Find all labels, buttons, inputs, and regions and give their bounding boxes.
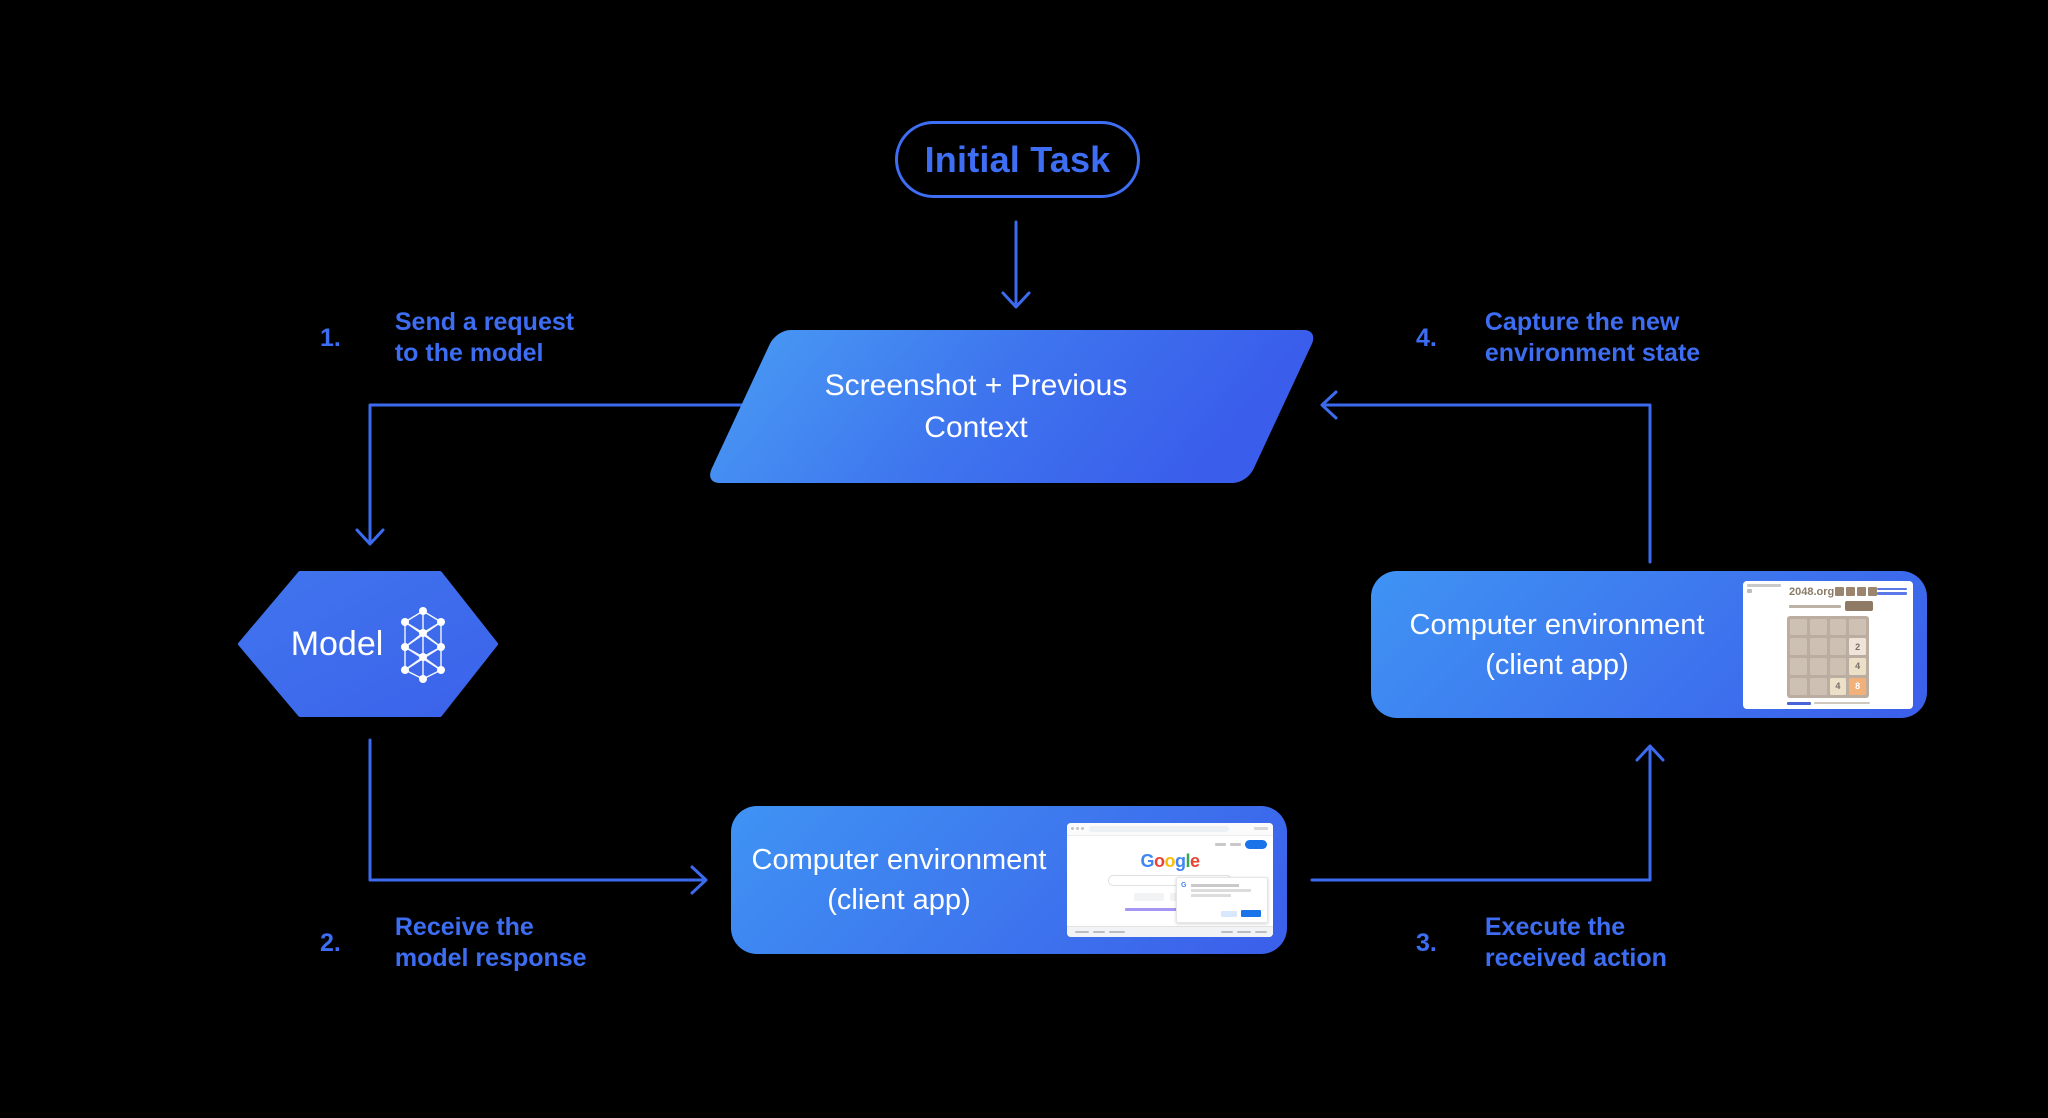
arrow-env-right-to-context [1320,390,1652,564]
model-node: Model [238,571,498,717]
google-g-icon: G [1181,882,1187,889]
browser-url-bar [1089,826,1229,832]
step-3-number: 3. [1416,928,1437,957]
game-tile: 8 [1849,677,1866,695]
computer-env-bottom-node: Computer environment (client app) Google [731,806,1287,954]
browser-back-icon [1747,588,1752,593]
game-tile: 4 [1849,658,1866,675]
game-header-links [1877,587,1907,595]
arrow-task-to-context [1001,220,1031,309]
computer-env-bottom-line2: (client app) [827,884,971,916]
hexagon-shape [238,571,498,717]
game-subtitle-text [1789,604,1841,608]
browser-screenshot-thumbnail: Google G [1067,823,1273,937]
step-1-number: 1. [320,323,341,352]
arrow-context-to-model [355,403,744,546]
google-footer-bar [1067,926,1273,937]
initial-task-node: Initial Task [895,121,1140,198]
computer-env-right-line1: Computer environment [1409,608,1705,641]
initial-task-label: Initial Task [924,138,1111,180]
screenshot-context-line1: Screenshot + Previous [824,368,1128,402]
screenshot-context-node: Screenshot + Previous Context [705,330,1319,483]
arrow-env-bottom-to-env-right [1310,744,1665,882]
browser-nav-icons [1071,827,1084,830]
new-game-button [1845,600,1873,611]
browser-window-buttons [1254,827,1268,830]
signin-button [1245,840,1267,849]
game-site-title: 2048.org [1789,585,1835,598]
neural-network-icon [401,607,446,683]
google-language-links [1125,908,1215,911]
google-header-links [1215,840,1267,849]
dialog-primary-button [1241,910,1261,917]
screenshot-context-line2: Context [924,410,1028,444]
computer-env-bottom-line1: Computer environment [751,844,1047,876]
game-footer-links [1787,701,1870,705]
computer-env-bottom-text: Computer environment (client app) [731,840,1067,920]
game-screenshot-thumbnail: 2048.org 2 4 4 8 [1743,580,1913,709]
game-grid: 2 4 4 8 [1787,615,1869,698]
game-tile: 2 [1849,638,1866,655]
google-logo: Google [1140,851,1200,871]
computer-env-right-text: Computer environment (client app) [1371,605,1743,685]
arrow-model-to-env-bottom [368,738,708,895]
game-score-boxes [1835,586,1877,596]
model-label: Model [290,624,384,663]
screenshot-context-content: Screenshot + Previous Context [705,330,1247,483]
cookie-consent-dialog: G [1176,877,1268,923]
computer-env-right-node: Computer environment (client app) 2048.o… [1371,571,1927,718]
computer-env-right-line2: (client app) [1485,648,1629,681]
step-4-number: 4. [1416,323,1437,352]
browser-tab-hint [1747,583,1781,587]
game-tile: 4 [1829,677,1847,695]
step-2-number: 2. [320,928,341,957]
dialog-secondary-button [1221,911,1237,917]
